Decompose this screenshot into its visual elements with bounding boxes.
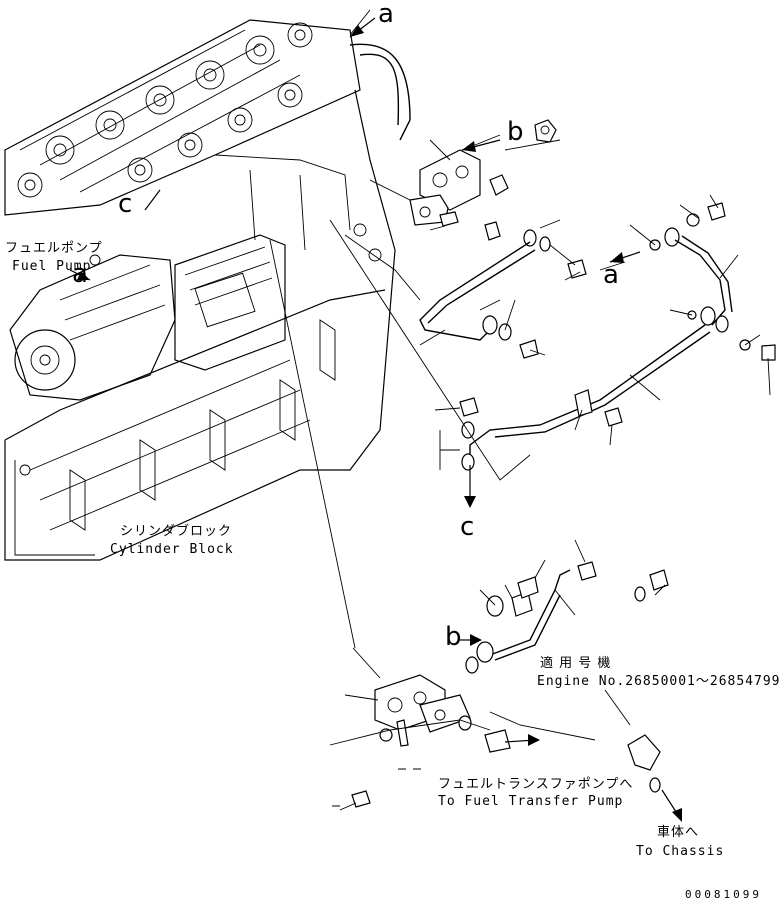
- drawing-number: 00081099: [685, 888, 762, 901]
- fuel-pump-label-jp: フュエルポンプ: [5, 241, 103, 256]
- callout-b-lower: b: [445, 622, 462, 652]
- transfer-pump-label-jp: フュエルトランスファポンプへ: [438, 777, 633, 792]
- cylinder-block-label-en: Cylinder Block: [110, 542, 234, 557]
- callout-c-lower: c: [460, 512, 474, 542]
- fuel-pump-label-en: Fuel Pump: [12, 259, 91, 274]
- callout-c-left: c: [118, 189, 132, 219]
- flow-arrows: [69, 17, 682, 822]
- callout-b-top: b: [507, 117, 524, 147]
- callout-a-mid: a: [603, 260, 619, 290]
- fuel-filter-head: [409, 149, 481, 226]
- engine-assembly: [4, 19, 411, 561]
- fuel-tubes: [419, 235, 776, 471]
- chassis-label-jp: 車体へ: [657, 825, 699, 840]
- dash-marks: [332, 768, 421, 807]
- lower-assembly: [339, 561, 669, 811]
- chassis-label-en: To Chassis: [636, 844, 724, 859]
- leader-lines: [269, 9, 771, 746]
- cylinder-block-label-jp: シリンダブロック: [120, 523, 232, 539]
- callout-a-top: a: [378, 0, 394, 29]
- transfer-pump-label-en: To Fuel Transfer Pump: [438, 794, 623, 809]
- callout-a-left: a: [72, 259, 88, 289]
- engine-number-label: Engine No.26850001～26854799: [537, 674, 781, 689]
- applicable-serial-label: 適 用 号 機: [540, 655, 611, 671]
- fittings-group-top: [429, 119, 726, 279]
